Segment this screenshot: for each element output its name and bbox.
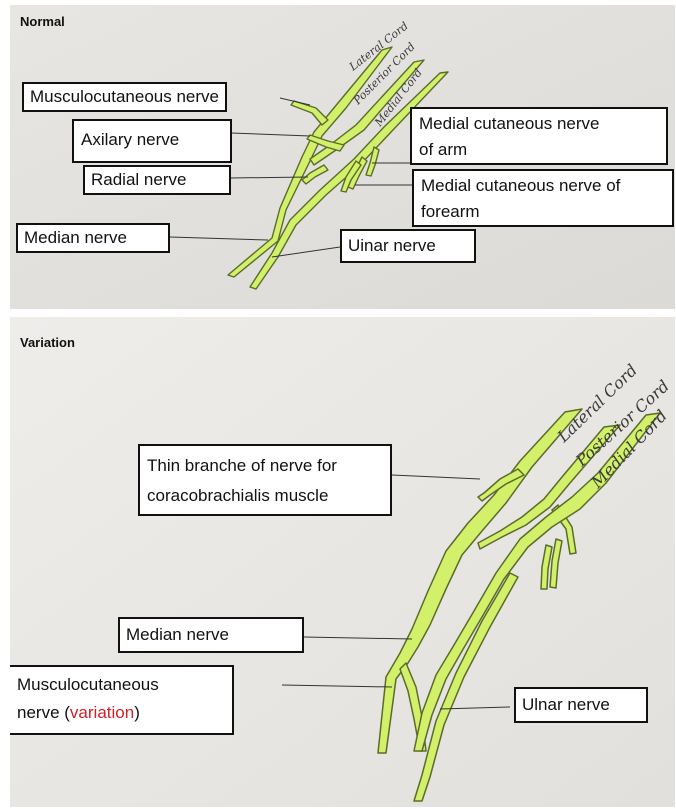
label-medial-cut-arm-line2: of arm <box>419 137 659 163</box>
label-medial-cutaneous-nerve-of-forearm: Medial cutaneous nerve of forearm <box>412 169 674 227</box>
label-medial-cut-forearm-line1: Medial cutaneous nerve of <box>421 173 665 199</box>
label-median-nerve: Median nerve <box>16 223 170 253</box>
label-medial-cutaneous-nerve-of-arm: Medial cutaneous nerve of arm <box>410 107 668 165</box>
normal-panel: Lateral Cord Posterior Cord Medial Cord … <box>10 5 675 309</box>
label-musculocutaneous-variation: Musculocutaneous nerve (variation) <box>10 665 234 735</box>
label-variation-highlight: variation <box>70 703 134 722</box>
label-axillary-nerve: Axilary nerve <box>72 119 232 163</box>
label-musculocutaneous-close: ) <box>134 703 140 722</box>
label-musculocutaneous-line1: Musculocutaneous <box>17 671 225 699</box>
variation-panel: Lateral Cord Posterior Cord Medial Cord … <box>10 317 675 807</box>
label-thin-branch-coracobrachialis: Thin branche of nerve for coracobrachial… <box>138 444 392 516</box>
variation-title: Variation <box>20 335 75 350</box>
label-radial-nerve: Radial nerve <box>83 165 231 195</box>
label-thin-branch-line1: Thin branche of nerve for <box>147 451 383 481</box>
label-median-nerve-variation: Median nerve <box>118 617 304 653</box>
label-medial-cut-forearm-line2: forearm <box>421 199 665 225</box>
label-ulnar-nerve: Uinar nerve <box>340 229 476 263</box>
label-musculocutaneous-line2: nerve (variation) <box>17 699 225 727</box>
label-musculocutaneous-nerve: Musculocutaneous nerve <box>22 82 227 112</box>
label-musculocutaneous-line2-text: nerve ( <box>17 703 70 722</box>
normal-title: Normal <box>20 14 65 29</box>
label-thin-branch-line2: coracobrachialis muscle <box>147 481 383 511</box>
label-ulnar-nerve-variation: Ulnar nerve <box>514 687 648 723</box>
label-medial-cut-arm-line1: Medial cutaneous nerve <box>419 111 659 137</box>
